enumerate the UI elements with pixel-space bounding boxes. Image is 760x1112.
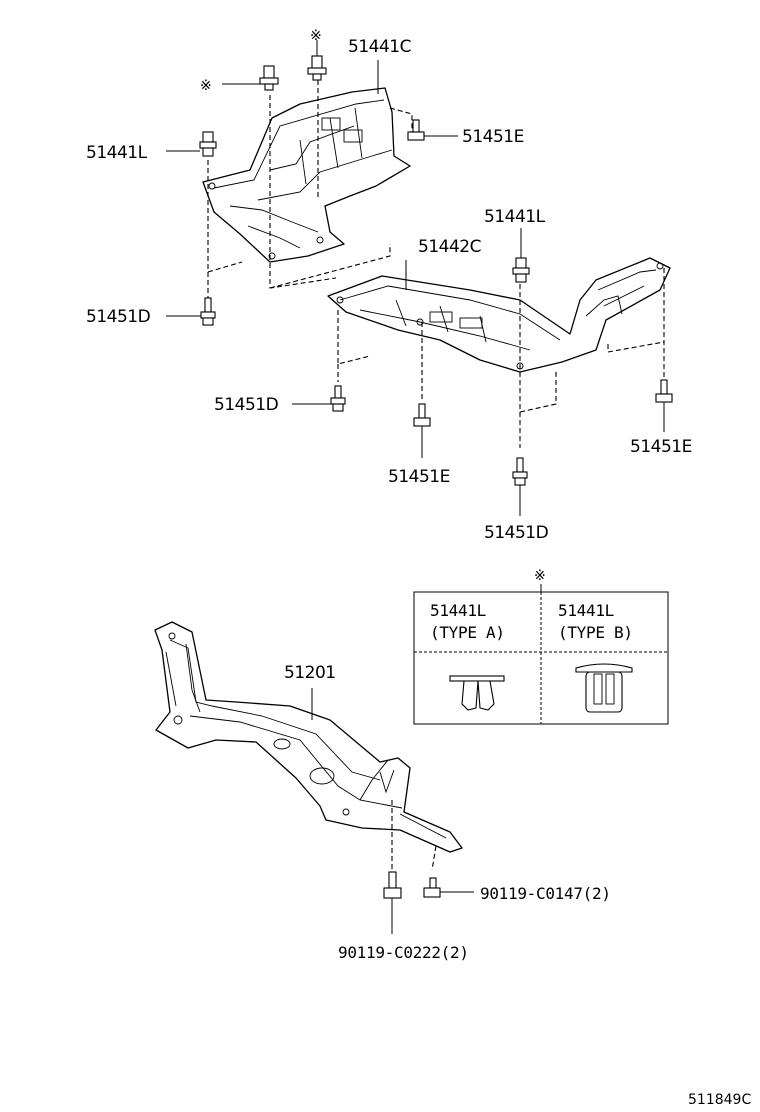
guide-line bbox=[431, 845, 437, 871]
clip-icon bbox=[199, 131, 217, 157]
type-b-label: (TYPE B) bbox=[558, 623, 633, 642]
part-number-51451D: 51451D bbox=[484, 523, 549, 543]
clip-type-b-icon bbox=[575, 663, 633, 713]
asterisk-mark: ※ bbox=[534, 568, 546, 584]
type-b-part-number: 51441L bbox=[558, 601, 614, 620]
guide-line bbox=[337, 310, 371, 365]
rear-engine-under-cover bbox=[327, 257, 671, 373]
part-number-51451E: 51451E bbox=[462, 127, 524, 147]
bolt-icon bbox=[383, 871, 402, 899]
part-number-51451E: 51451E bbox=[388, 467, 450, 487]
guide-line bbox=[389, 107, 413, 134]
part-number-51451E: 51451E bbox=[630, 437, 692, 457]
asterisk-mark: ※ bbox=[200, 78, 212, 94]
diagram-id: 511849C bbox=[688, 1092, 751, 1108]
type-a-label: (TYPE A) bbox=[430, 623, 505, 642]
part-number-51441L: 51441L bbox=[86, 143, 148, 163]
part-number-90119-C0222: 90119-C0222(2) bbox=[338, 943, 469, 962]
bolt-icon bbox=[330, 385, 346, 412]
guide-line bbox=[607, 341, 665, 353]
bolt-icon bbox=[512, 457, 528, 486]
suspension-crossmember bbox=[154, 621, 463, 853]
clip-type-a-icon bbox=[449, 675, 505, 711]
type-a-part-number: 51441L bbox=[430, 601, 486, 620]
clip-icon bbox=[307, 55, 327, 81]
guide-line bbox=[207, 261, 243, 273]
front-engine-under-cover bbox=[202, 87, 411, 263]
part-number-51441L: 51441L bbox=[484, 207, 546, 227]
clip-icon bbox=[259, 65, 279, 91]
guide-line bbox=[519, 370, 557, 413]
part-number-51441C: 51441C bbox=[348, 37, 411, 57]
clip-icon bbox=[512, 257, 530, 283]
screw-icon bbox=[407, 119, 425, 141]
bolt-icon bbox=[200, 297, 216, 326]
part-number-51451D: 51451D bbox=[214, 395, 279, 415]
screw-icon bbox=[413, 403, 431, 427]
screw-icon bbox=[655, 379, 673, 403]
part-number-51451D: 51451D bbox=[86, 307, 151, 327]
part-number-90119-C0147: 90119-C0147(2) bbox=[480, 884, 611, 903]
bolt-icon bbox=[423, 877, 441, 898]
guide-line bbox=[269, 244, 391, 289]
part-number-51201: 51201 bbox=[284, 663, 336, 683]
asterisk-mark: ※ bbox=[310, 28, 322, 44]
clip-type-table: ※ 51441L (TYPE A) 51441L (TYPE B) bbox=[413, 568, 669, 725]
part-number-51442C: 51442C bbox=[418, 237, 481, 257]
